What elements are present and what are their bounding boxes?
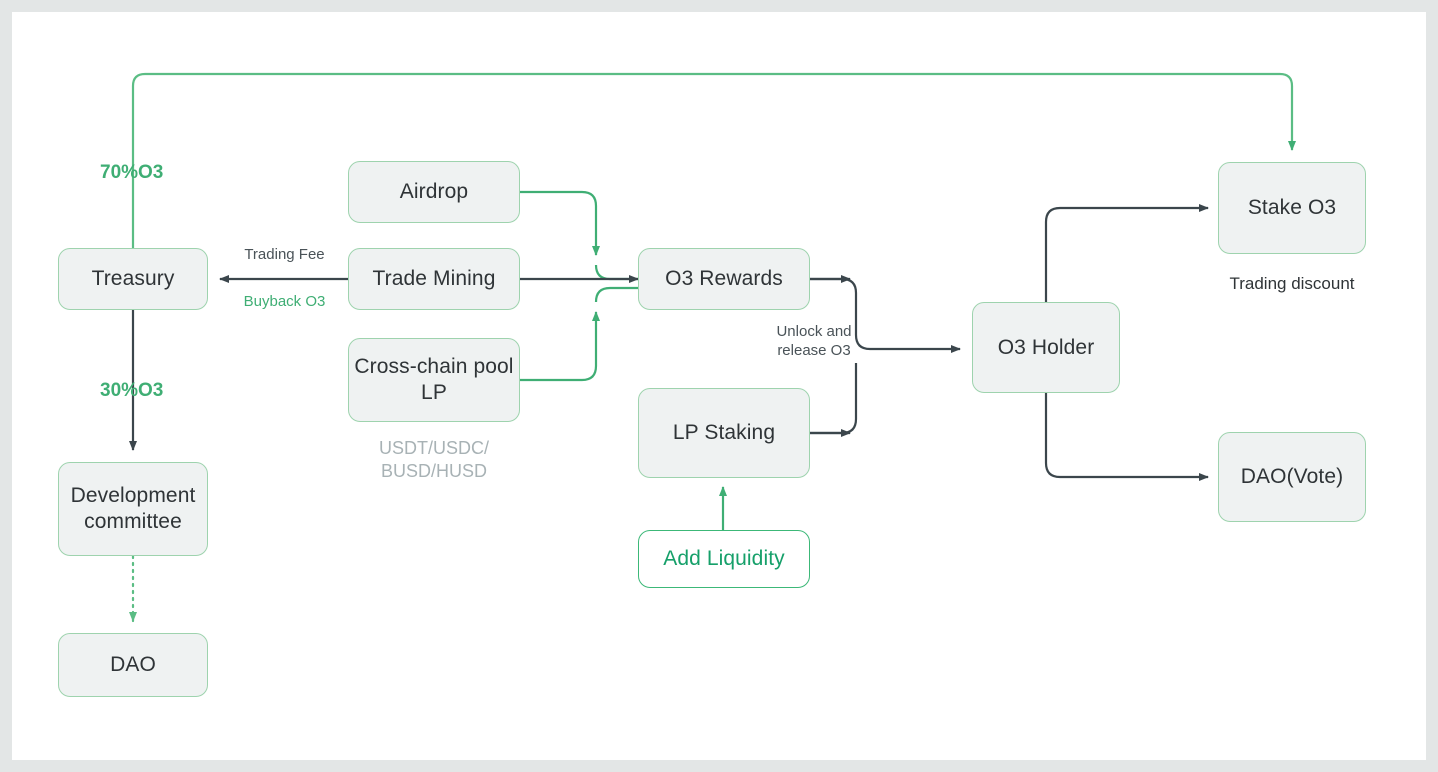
label-stablecoins: USDT/USDC/ BUSD/HUSD (378, 438, 489, 481)
node-stake-o3[interactable]: Stake O3 (1218, 162, 1366, 254)
node-o3-holder[interactable]: O3 Holder (972, 302, 1120, 393)
label-trading-fee: Trading Fee (244, 246, 325, 263)
edge-lp-staking-to-o3-holder (810, 363, 858, 435)
node-add-liquidity[interactable]: Add Liquidity (638, 530, 810, 588)
label-unlock-and-release-o3: Unlock and release O3 (776, 323, 852, 359)
edge-airdrop-to-o3-rewards (520, 190, 600, 256)
edge-o3-holder-to-stake-o3 (1044, 204, 1209, 302)
node-airdrop[interactable]: Airdrop (348, 161, 520, 223)
label-trading-discount: Trading discount (1229, 274, 1355, 293)
node-o3-rewards[interactable]: O3 Rewards (638, 248, 810, 310)
edge-cross-chain-pool-lp-to-o3-rewards (520, 311, 600, 382)
edge-o3-holder-to-dao-vote (1044, 393, 1209, 481)
edge-airdrop-merge (594, 264, 638, 281)
edge-cross-chain-merge (594, 286, 638, 303)
diagram-canvas: Treasury Development committee DAO Airdr… (12, 12, 1426, 760)
node-dao-vote[interactable]: DAO(Vote) (1218, 432, 1366, 522)
edge-treasury-to-stake-o3 (131, 72, 1296, 248)
node-trade-mining[interactable]: Trade Mining (348, 248, 520, 310)
label-30-percent-o3: 30%O3 (100, 380, 164, 401)
diagram-edges (129, 72, 1296, 623)
node-lp-staking[interactable]: LP Staking (638, 388, 810, 478)
node-development-committee[interactable]: Development committee (58, 462, 208, 556)
node-cross-chain-pool-lp[interactable]: Cross-chain pool LP (348, 338, 520, 422)
node-treasury[interactable]: Treasury (58, 248, 208, 310)
node-dao[interactable]: DAO (58, 633, 208, 697)
label-70-percent-o3: 70%O3 (100, 162, 164, 183)
label-buyback-o3: Buyback O3 (243, 293, 326, 310)
